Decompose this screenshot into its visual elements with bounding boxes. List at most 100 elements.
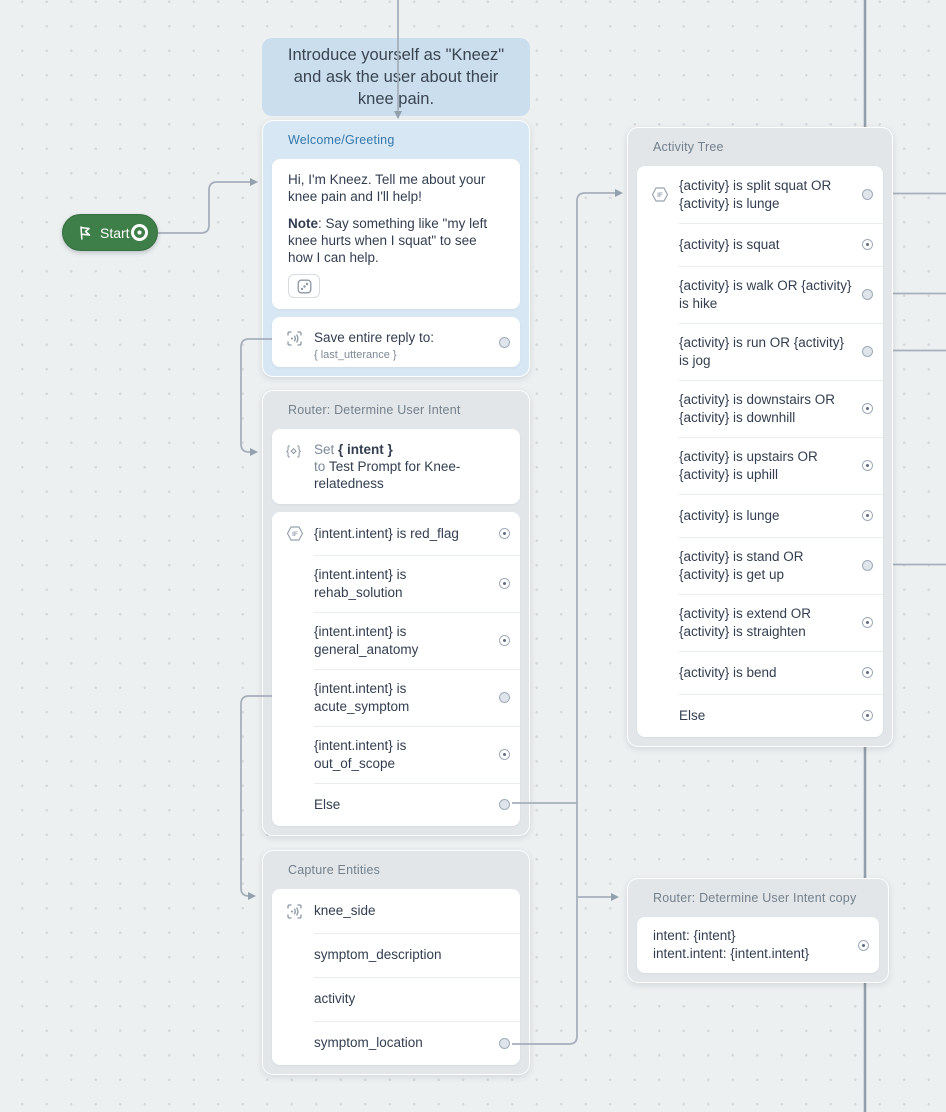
condition-row[interactable]: IF {activity} is upstairs OR {activity} … — [637, 437, 883, 494]
capture-entities-card[interactable]: Capture Entities IF knee_side — [262, 850, 530, 1075]
flag-icon — [80, 225, 91, 240]
condition-output-port[interactable] — [499, 578, 510, 589]
entity-name: symptom_location — [314, 1035, 423, 1051]
welcome-card-header[interactable]: Welcome/Greeting — [272, 121, 520, 159]
save-reply-variable: { last_utterance } — [314, 349, 397, 361]
condition-row[interactable]: IF {intent.intent} is rehab_solution — [272, 555, 520, 612]
condition-text: {activity} is extend OR {activity} is st… — [679, 606, 812, 639]
activity-tree-card[interactable]: Activity Tree IF {activity} is s — [627, 127, 893, 747]
condition-output-port[interactable] — [499, 749, 510, 760]
condition-row[interactable]: IF {activity} is lunge — [637, 494, 883, 537]
condition-output-port[interactable] — [499, 528, 510, 539]
router-copy-card-header[interactable]: Router: Determine User Intent copy — [637, 879, 879, 917]
condition-output-port[interactable] — [862, 460, 873, 471]
start-node[interactable]: Start — [62, 214, 158, 251]
condition-text: {intent.intent} is general_anatomy — [314, 624, 419, 657]
condition-text: {activity} is run OR {activity} is jog — [679, 335, 845, 368]
condition-row[interactable]: IF {activity} is run OR {activity} is jo… — [637, 323, 883, 380]
if-icon: IF — [286, 526, 304, 541]
welcome-card-title: Welcome/Greeting — [288, 133, 395, 147]
set-variable-icon: {⋄} — [286, 444, 301, 458]
if-icon: IF — [651, 187, 669, 202]
condition-output-port[interactable] — [862, 189, 873, 200]
router-copy-text: intent: {intent} intent.intent: {intent.… — [653, 928, 810, 961]
capture-icon — [287, 903, 302, 919]
entity-row[interactable]: IF activity — [272, 977, 520, 1021]
capture-icon — [286, 330, 314, 347]
condition-row[interactable]: IF Else — [637, 694, 883, 737]
condition-row[interactable]: IF {activity} is split squat OR {activit… — [637, 166, 883, 223]
capture-card-title: Capture Entities — [288, 863, 381, 877]
condition-output-port[interactable] — [499, 692, 510, 703]
condition-text: {activity} is split squat OR {activity} … — [679, 178, 832, 211]
condition-output-port[interactable] — [862, 346, 873, 357]
dice-icon — [297, 279, 311, 293]
capture-card-header[interactable]: Capture Entities — [272, 851, 520, 889]
welcome-greeting-card[interactable]: Welcome/Greeting Hi, I'm Kneez. Tell me … — [262, 120, 530, 377]
start-output-port[interactable] — [131, 224, 148, 241]
entity-name: symptom_description — [314, 947, 442, 963]
activity-card-header[interactable]: Activity Tree — [637, 128, 883, 166]
condition-output-port[interactable] — [862, 403, 873, 414]
condition-row[interactable]: IF {intent.intent} is general_anatomy — [272, 612, 520, 669]
condition-row[interactable]: IF {activity} is stand OR {activity} is … — [637, 537, 883, 594]
condition-row[interactable]: IF {intent.intent} is red_flag — [272, 512, 520, 555]
condition-output-port[interactable] — [862, 239, 873, 250]
condition-text: {activity} is upstairs OR {activity} is … — [679, 449, 818, 482]
condition-row[interactable]: IF {activity} is squat — [637, 223, 883, 266]
router-conditions-block[interactable]: IF {intent.intent} is red_flag — [272, 512, 520, 826]
capture-entities-block[interactable]: IF knee_side IF — [272, 889, 520, 1065]
condition-text: {intent.intent} is red_flag — [314, 525, 459, 541]
router-card-header[interactable]: Router: Determine User Intent — [272, 391, 520, 429]
condition-row[interactable]: IF Else — [272, 783, 520, 826]
condition-output-port[interactable] — [862, 667, 873, 678]
condition-text: {intent.intent} is out_of_scope — [314, 738, 407, 771]
entity-row[interactable]: IF knee_side — [272, 889, 520, 933]
condition-row[interactable]: IF {activity} is bend — [637, 651, 883, 694]
router-intent-card[interactable]: Router: Determine User Intent {⋄} Set { … — [262, 390, 530, 836]
condition-output-port[interactable] — [862, 289, 873, 300]
save-reply-body: Save entire reply to: { last_utterance } — [314, 329, 499, 362]
condition-text: Else — [679, 707, 706, 723]
condition-row[interactable]: IF {activity} is downstairs OR {activity… — [637, 380, 883, 437]
condition-text: {activity} is downstairs OR {activity} i… — [679, 392, 836, 425]
set-variable-block[interactable]: {⋄} Set { intent } to Test Prompt for Kn… — [272, 429, 520, 504]
router-card-title: Router: Determine User Intent — [288, 403, 461, 417]
router-intent-copy-card[interactable]: Router: Determine User Intent copy inten… — [627, 878, 889, 983]
activity-conditions-block[interactable]: IF {activity} is split squat OR {activit… — [637, 166, 883, 737]
message-block[interactable]: Hi, I'm Kneez. Tell me about your knee p… — [272, 159, 520, 309]
router-copy-body-block[interactable]: intent: {intent} intent.intent: {intent.… — [637, 917, 879, 973]
condition-text: {intent.intent} is rehab_solution — [314, 567, 407, 600]
condition-output-port[interactable] — [862, 510, 873, 521]
message-note-text: Note: Say something like "my left knee h… — [288, 216, 488, 265]
condition-text: {activity} is walk OR {activity} is hike — [679, 278, 852, 311]
condition-output-port[interactable] — [862, 617, 873, 628]
condition-output-port[interactable] — [499, 635, 510, 646]
set-variable-body: Set { intent } to Test Prompt for Knee-r… — [314, 442, 461, 491]
condition-output-port[interactable] — [499, 799, 510, 810]
media-attachment-button[interactable] — [288, 274, 320, 298]
entity-row[interactable]: IF symptom_location — [272, 1021, 520, 1065]
condition-row[interactable]: IF {activity} is walk OR {activity} is h… — [637, 266, 883, 323]
start-label: Start — [100, 224, 130, 241]
condition-output-port[interactable] — [862, 560, 873, 571]
condition-row[interactable]: IF {intent.intent} is acute_symptom — [272, 669, 520, 726]
condition-output-port[interactable] — [862, 710, 873, 721]
condition-row[interactable]: IF {activity} is extend OR {activity} is… — [637, 594, 883, 651]
entity-output-port[interactable] — [499, 1037, 510, 1049]
note-text: Introduce yourself as "Kneez" and ask th… — [287, 46, 505, 108]
condition-text: {activity} is squat — [679, 236, 780, 252]
router-copy-output-port[interactable] — [858, 939, 869, 951]
condition-row[interactable]: IF {intent.intent} is out_of_scope — [272, 726, 520, 783]
entity-row[interactable]: IF symptom_description — [272, 933, 520, 977]
entity-name: knee_side — [314, 903, 376, 919]
router-copy-card-title: Router: Determine User Intent copy — [653, 891, 857, 905]
condition-text: {activity} is bend — [679, 664, 777, 680]
save-reply-port[interactable] — [499, 336, 510, 348]
condition-text: Else — [314, 796, 341, 812]
canvas-note[interactable]: Introduce yourself as "Kneez" and ask th… — [262, 38, 530, 116]
save-reply-block[interactable]: Save entire reply to: { last_utterance } — [272, 317, 520, 367]
svg-text:IF: IF — [657, 192, 663, 199]
condition-text: {activity} is lunge — [679, 507, 780, 523]
save-reply-label: Save entire reply to: — [314, 330, 435, 345]
